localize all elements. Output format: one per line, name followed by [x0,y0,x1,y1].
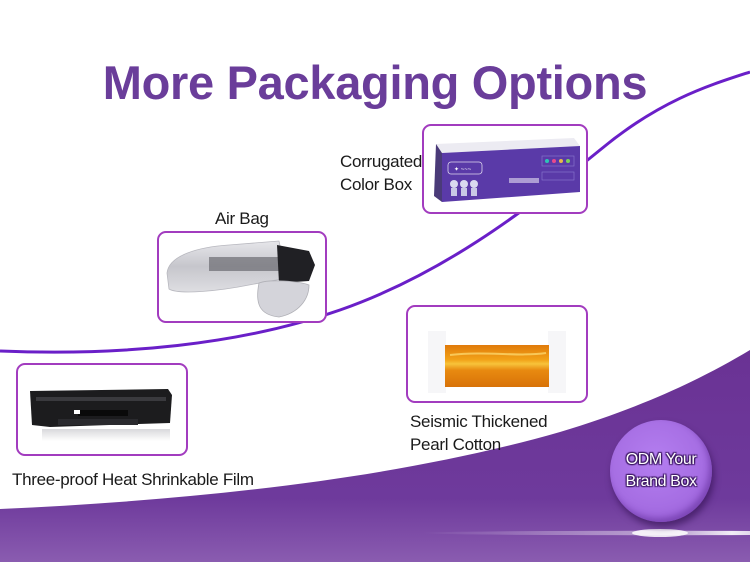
option-image-corrugated-box: ✦ ~~~ [422,124,588,214]
color-box-image: ✦ ~~~ [434,138,580,202]
option-label-pearl-cotton: Seismic Thickened Pearl Cotton [410,410,548,456]
svg-text:✦ ~~~: ✦ ~~~ [454,166,472,173]
option-image-pearl-cotton [406,305,588,403]
option-label-corrugated: Corrugated Color Box [340,150,422,196]
option-image-air-bag [157,231,327,323]
label-line: Seismic Thickened [410,412,548,431]
pearl-cotton-image [428,331,566,393]
odm-brand-box-badge[interactable]: ODM Your Brand Box [610,420,712,522]
purple-band [0,350,750,562]
option-label-heat-shrink-film: Three-proof Heat Shrinkable Film [12,470,254,489]
page-title: More Packaging Options [102,56,648,109]
label-line: Pearl Cotton [410,435,501,454]
label-line: Corrugated [340,152,423,171]
curve-line [0,70,750,354]
air-bag-image [166,240,315,318]
option-image-heat-shrink-film [16,363,188,456]
label-line: Color Box [340,175,412,194]
option-label-air-bag: Air Bag [215,209,269,228]
badge-line: Brand Box [625,473,697,490]
toner-cartridge-image [30,389,172,441]
badge-line: ODM Your [625,451,697,468]
